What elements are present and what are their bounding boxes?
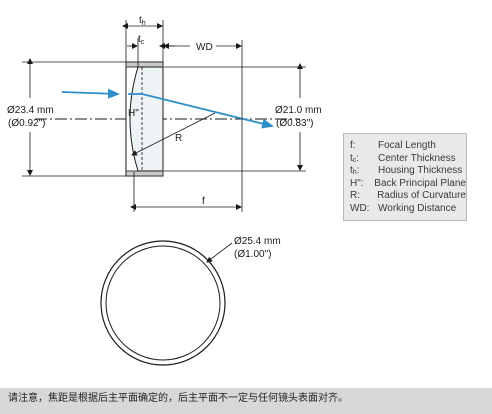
radius-label: R: [175, 133, 182, 144]
legend-desc: Working Distance: [378, 202, 457, 214]
th-dimension: [122, 20, 164, 62]
note-bar: 请注意，焦距是根据后主平面确定的，后主平面不一定与任何镜头表面对齐。: [0, 388, 492, 414]
legend-key: H":: [350, 177, 364, 189]
housing-diameter-in: (Ø0.92"): [8, 118, 45, 129]
legend-key: f:: [350, 140, 356, 151]
legend-desc: Radius of Curvature: [377, 190, 466, 201]
legend-desc: Focal Length: [378, 140, 436, 151]
housing-diameter-mm: Ø23.4 mm: [7, 105, 54, 116]
clear-aperture-mm: Ø21.0 mm: [275, 105, 322, 116]
lens-element: [129, 66, 164, 172]
focal-length-label: f: [202, 196, 205, 207]
lens-drawing: th tc WD Ø23.4 mm (Ø0.92") Ø21.0 mm (Ø0.…: [7, 15, 322, 366]
legend-key: tc:: [350, 152, 360, 164]
legend-item: WD: Working Distance: [350, 203, 466, 216]
legend-item: f: Focal Length: [350, 140, 466, 153]
legend-desc: Housing Thickness: [378, 165, 463, 176]
legend-key: R:: [350, 190, 360, 201]
legend-box: f: Focal Length tc: Center Thickness th:…: [343, 133, 467, 221]
legend-item: tc: Center Thickness: [350, 153, 466, 166]
legend-desc: Center Thickness: [378, 152, 456, 164]
legend-desc: Back Principal Plane: [374, 177, 466, 189]
principal-plane-label: H": [128, 108, 139, 119]
legend-item: H": Back Principal Plane: [350, 178, 466, 191]
housing-diameter-dimension: [22, 58, 126, 177]
outer-diameter-in: (Ø1.00"): [234, 249, 271, 260]
focal-length-dimension: [130, 172, 242, 212]
wd-label: WD: [196, 42, 213, 53]
clear-aperture-in: (Ø0.83"): [276, 118, 313, 129]
wd-dimension: [159, 40, 243, 212]
tc-label: tc: [138, 34, 145, 46]
outer-diameter-mm: Ø25.4 mm: [234, 236, 281, 247]
radius-line: [131, 112, 216, 156]
legend-key: th:: [350, 165, 360, 176]
th-label: th: [139, 15, 146, 27]
legend-item: th: Housing Thickness: [350, 165, 466, 178]
lens-front-view: [100, 240, 233, 366]
light-ray: [61, 88, 274, 129]
legend-item: R: Radius of Curvature: [350, 190, 466, 203]
legend-key: WD:: [350, 202, 370, 214]
note-text: 请注意，焦距是根据后主平面确定的，后主平面不一定与任何镜头表面对齐。: [8, 393, 348, 404]
clear-aperture-dimension: [164, 63, 306, 172]
